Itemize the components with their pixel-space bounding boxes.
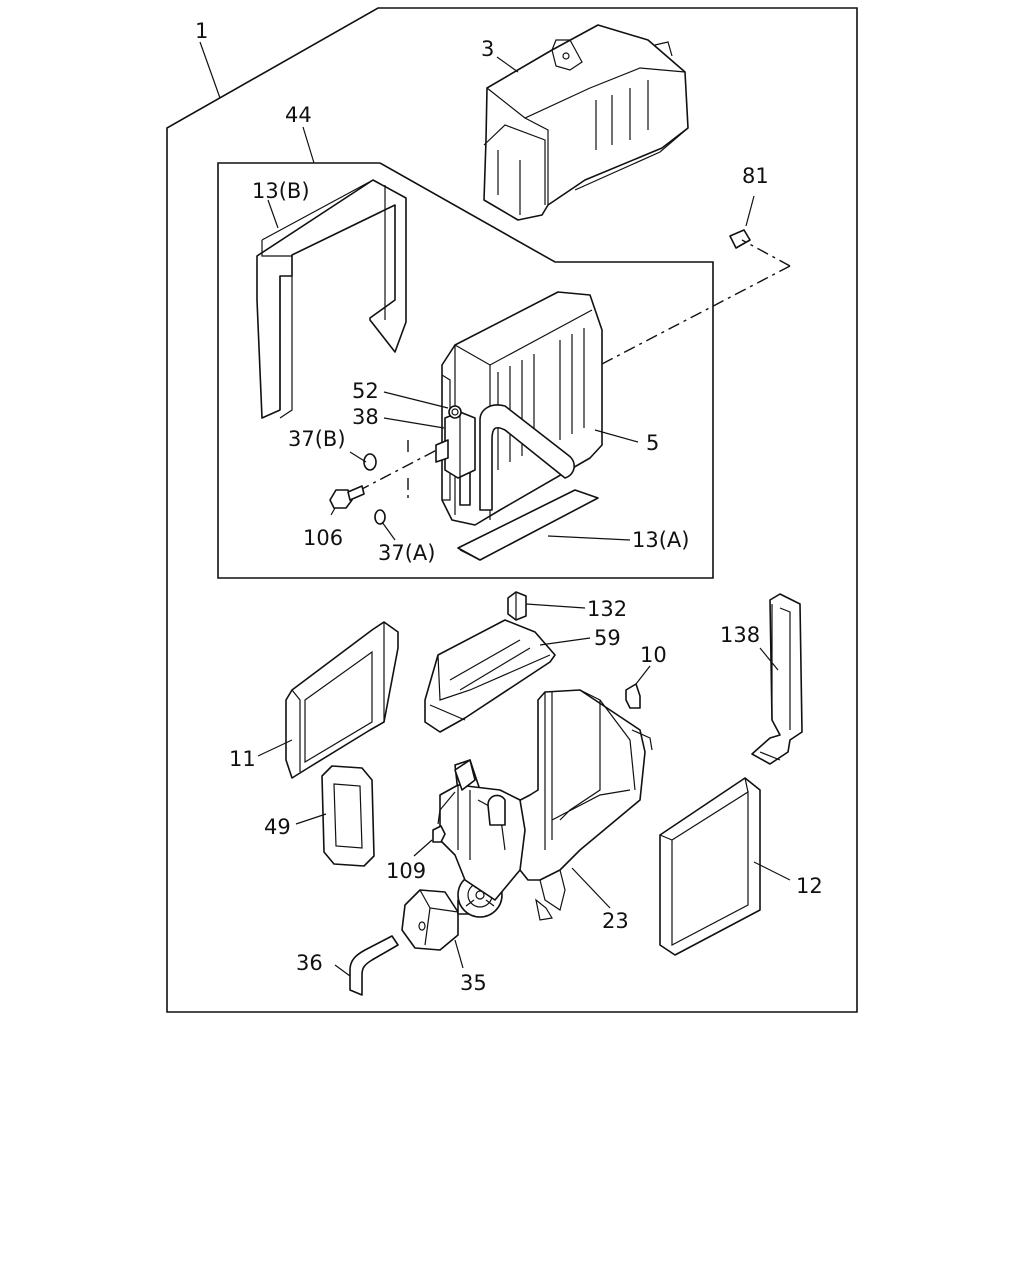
label-49: 49 xyxy=(264,815,291,839)
label-52: 52 xyxy=(352,379,379,403)
seal-13a-part xyxy=(457,489,599,561)
label-106: 106 xyxy=(303,526,343,550)
label-11: 11 xyxy=(229,747,256,771)
label-36: 36 xyxy=(296,951,323,975)
o-ring-37a-part xyxy=(374,509,386,525)
clip-10-part xyxy=(625,683,641,709)
gasket-49-part xyxy=(321,765,375,867)
clip-81-part xyxy=(729,195,755,249)
expansion-valve-38-part xyxy=(435,405,476,479)
label-3: 3 xyxy=(481,37,494,61)
seal-12-part xyxy=(659,777,761,956)
label-132: 132 xyxy=(587,597,627,621)
label-38: 38 xyxy=(352,405,379,429)
blower-housing-part xyxy=(439,759,526,901)
screw-109-part xyxy=(432,791,456,843)
label-109: 109 xyxy=(386,859,426,883)
subassembly-44-frame xyxy=(217,126,714,579)
label-81: 81 xyxy=(742,164,769,188)
seal-11-part xyxy=(285,621,399,779)
label-12: 12 xyxy=(796,874,823,898)
label-138: 138 xyxy=(720,623,760,647)
label-59: 59 xyxy=(594,626,621,650)
bracket-138-part xyxy=(751,593,803,765)
label-10: 10 xyxy=(640,643,667,667)
label-23: 23 xyxy=(602,909,629,933)
label-13b: 13(B) xyxy=(252,179,310,203)
leader-lines xyxy=(257,56,791,977)
label-37a: 37(A) xyxy=(378,541,435,565)
seal-13b-part xyxy=(256,179,407,419)
o-ring-37b-part xyxy=(363,453,377,471)
assembly-frame xyxy=(166,7,858,1013)
damper-59-part xyxy=(424,619,556,733)
label-35: 35 xyxy=(460,971,487,995)
label-5: 5 xyxy=(646,431,659,455)
label-37b: 37(B) xyxy=(288,427,346,451)
drain-hose-36-part xyxy=(349,935,399,996)
label-1: 1 xyxy=(195,19,208,43)
bolt-106-part xyxy=(329,485,365,509)
label-13a: 13(A) xyxy=(632,528,689,552)
upper-case-part xyxy=(483,24,689,221)
callout-labels: 1 3 44 13(B) 81 52 38 37(B) 5 106 37(A) … xyxy=(195,19,823,995)
label-44: 44 xyxy=(285,103,312,127)
block-132-part xyxy=(507,591,527,621)
